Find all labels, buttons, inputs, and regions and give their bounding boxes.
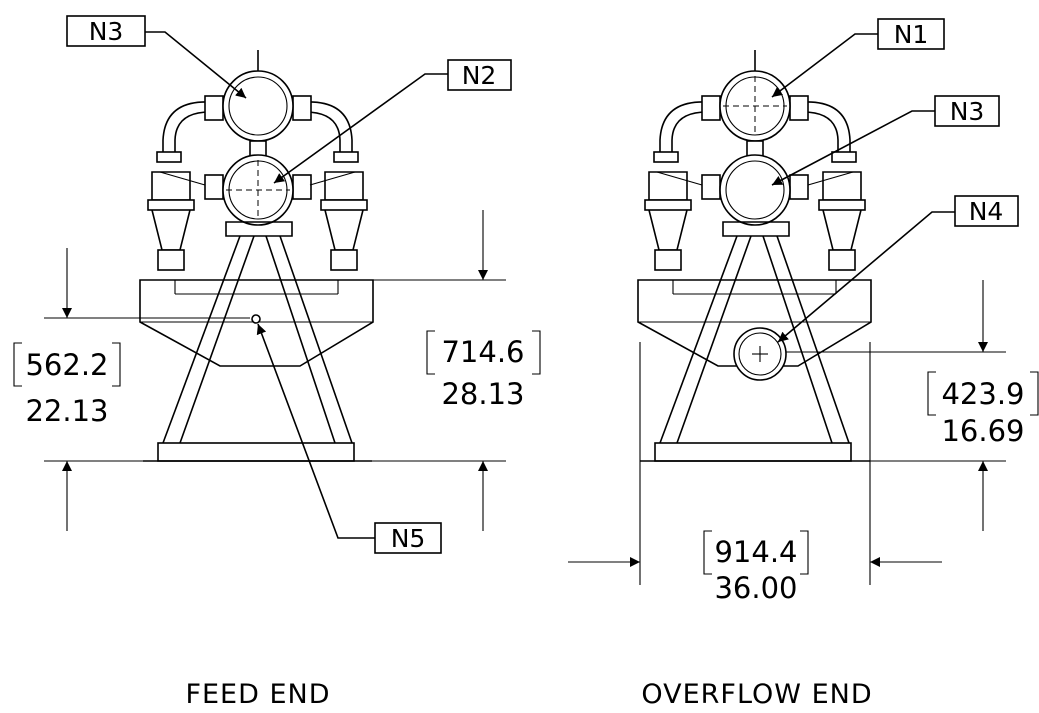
svg-text:N3: N3 xyxy=(89,17,124,46)
svg-text:N1: N1 xyxy=(894,20,929,49)
feed-end-view xyxy=(139,50,374,462)
callout-n5: N5 xyxy=(374,522,442,554)
dimension-914-4: 914.4 36.00 xyxy=(703,530,809,605)
overflow-end-view xyxy=(637,50,872,462)
svg-text:714.6: 714.6 xyxy=(441,335,524,369)
dimension-423-9: 423.9 16.69 xyxy=(927,371,1039,448)
svg-text:N2: N2 xyxy=(462,61,497,90)
callout-n4: N4 xyxy=(954,195,1019,227)
callout-n2: N2 xyxy=(447,59,512,91)
svg-text:36.00: 36.00 xyxy=(714,571,797,605)
callout-n3-overflow: N3 xyxy=(934,95,1000,127)
svg-text:N4: N4 xyxy=(969,197,1004,226)
overflow-end-title: OVERFLOW END xyxy=(641,679,872,708)
svg-text:423.9: 423.9 xyxy=(941,377,1024,411)
svg-text:N3: N3 xyxy=(950,97,985,126)
svg-text:28.13: 28.13 xyxy=(441,377,524,411)
svg-text:N5: N5 xyxy=(391,524,426,553)
feed-end-title: FEED END xyxy=(185,679,330,708)
svg-text:16.69: 16.69 xyxy=(941,414,1024,448)
svg-text:914.4: 914.4 xyxy=(714,535,797,569)
callout-n3-feed: N3 xyxy=(66,15,146,47)
svg-text:562.2: 562.2 xyxy=(25,348,108,382)
svg-text:22.13: 22.13 xyxy=(25,394,108,428)
callout-leaders xyxy=(145,31,955,539)
dimension-714-6: 714.6 28.13 xyxy=(426,330,541,411)
callout-tags: N3 N2 N5 N1 N3 N4 xyxy=(66,15,1019,554)
callout-n1: N1 xyxy=(877,18,945,50)
dimensions: 562.2 22.13 714.6 28.13 423.9 16.69 xyxy=(13,210,1039,605)
dimension-562-2: 562.2 22.13 xyxy=(13,342,121,428)
